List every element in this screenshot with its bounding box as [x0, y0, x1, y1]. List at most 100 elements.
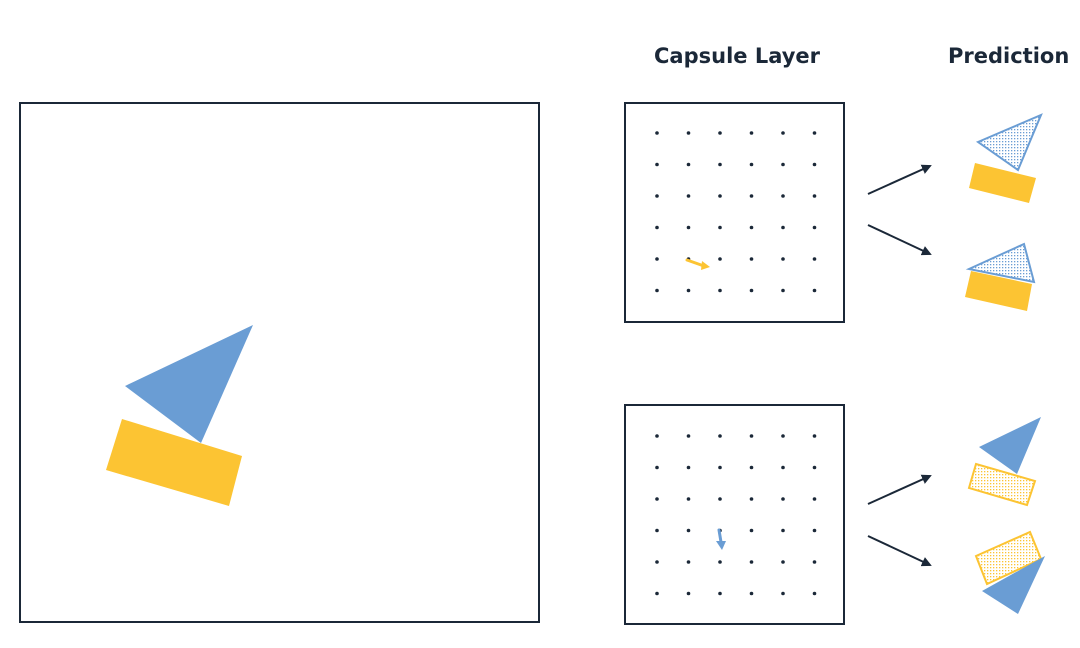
capsule-dot [655, 528, 659, 533]
triangle-capsule-vector-head [716, 541, 726, 550]
capsule-dot [686, 528, 691, 533]
triangle-above-prediction [967, 417, 1041, 507]
rectangle-capsule-vector [685, 258, 706, 268]
capsule-dot [655, 257, 659, 261]
triangle-solid [979, 417, 1041, 474]
capsule-dot [749, 465, 754, 470]
capsule-dot [686, 225, 691, 230]
capsule-layer-header: Capsule Layer [654, 44, 821, 68]
capsule-dot [749, 225, 754, 230]
capsule-dot [718, 162, 722, 167]
capsule-dot-grid [655, 434, 817, 596]
capsule-dot [686, 434, 691, 438]
prediction-arrows [867, 164, 932, 567]
capsule-dot [749, 194, 754, 198]
boat-hull-rectangle [106, 419, 242, 506]
capsule-panel-rectangle [624, 102, 845, 323]
arrow-down-1 [867, 224, 932, 256]
capsule-dot [781, 288, 785, 293]
capsule-dot [749, 162, 754, 167]
capsule-dot [749, 257, 754, 261]
capsule-dot [812, 257, 817, 261]
capsule-dot-grid [655, 131, 817, 293]
capsule-dot [812, 560, 817, 564]
capsule-dot [686, 162, 691, 167]
capsule-dot [812, 528, 817, 533]
capsule-dot [812, 465, 817, 470]
capsule-dot [812, 497, 817, 501]
rectangle-solid [965, 271, 1032, 311]
prediction-header: Prediction [948, 44, 1070, 68]
capsule-dot [781, 162, 785, 167]
capsule-dot [686, 497, 691, 501]
capsule-dot [718, 591, 722, 596]
boat-level-prediction [965, 242, 1036, 311]
capsule-dot [749, 434, 754, 438]
capsule-dot [686, 288, 691, 293]
capsule-dot [655, 497, 659, 501]
capsule-dot [686, 194, 691, 198]
capsule-dot [655, 194, 659, 198]
triangle-capsule-vector [717, 528, 723, 544]
capsule-dot [812, 131, 817, 135]
capsule-dot [655, 434, 659, 438]
arrow-up-2 [867, 474, 932, 505]
capsule-dot [718, 194, 722, 198]
capsule-dot [655, 560, 659, 564]
arrow-down-2 [867, 535, 932, 567]
capsule-dot [781, 434, 785, 438]
capsule-dot [655, 162, 659, 167]
triangle-below-prediction [974, 530, 1045, 614]
capsule-dot [781, 497, 785, 501]
capsule-dot [781, 225, 785, 230]
capsule-dot [655, 288, 659, 293]
capsule-dot [655, 465, 659, 470]
boat-sail-triangle [125, 325, 253, 443]
capsule-dot [749, 288, 754, 293]
input-image-frame [19, 102, 540, 623]
capsule-panel-triangle [624, 404, 845, 625]
capsule-dot [686, 560, 691, 564]
capsule-dot [718, 497, 722, 501]
capsule-dot [812, 591, 817, 596]
predicted-triangle-dotted [965, 242, 1036, 284]
capsule-panel-frame [624, 404, 845, 625]
capsule-dot [749, 560, 754, 564]
input-image [19, 102, 540, 623]
capsule-dot [781, 257, 785, 261]
capsule-dot [718, 131, 722, 135]
capsule-dot [718, 288, 722, 293]
capsule-dot [749, 497, 754, 501]
capsule-dot [718, 560, 722, 564]
capsule-dot [686, 591, 691, 596]
capsule-dot [781, 560, 785, 564]
triangle-solid [982, 556, 1045, 614]
capsule-dot [749, 528, 754, 533]
capsule-dot [749, 591, 754, 596]
capsule-dot [686, 131, 691, 135]
capsule-panel-frame [624, 102, 845, 323]
capsule-dot [781, 528, 785, 533]
capsule-dot [781, 591, 785, 596]
capsule-dot [655, 131, 659, 135]
capsule-dot [718, 257, 722, 261]
capsule-dot [686, 465, 691, 470]
capsule-dot [812, 162, 817, 167]
rectangle-solid [969, 163, 1036, 203]
capsule-dot [812, 194, 817, 198]
capsule-dot [718, 465, 722, 470]
capsule-dot [812, 434, 817, 438]
capsule-dot [718, 225, 722, 230]
capsule-dot [781, 194, 785, 198]
capsule-dot [749, 131, 754, 135]
capsule-dot [812, 225, 817, 230]
predicted-triangle-dotted [975, 113, 1043, 172]
capsule-dot [781, 131, 785, 135]
capsule-dot [812, 288, 817, 293]
capsule-dot [718, 434, 722, 438]
rectangle-capsule-vector-head [701, 261, 710, 270]
capsule-dot [655, 591, 659, 596]
capsule-dot [655, 225, 659, 230]
predicted-rectangle-dotted [967, 462, 1037, 507]
